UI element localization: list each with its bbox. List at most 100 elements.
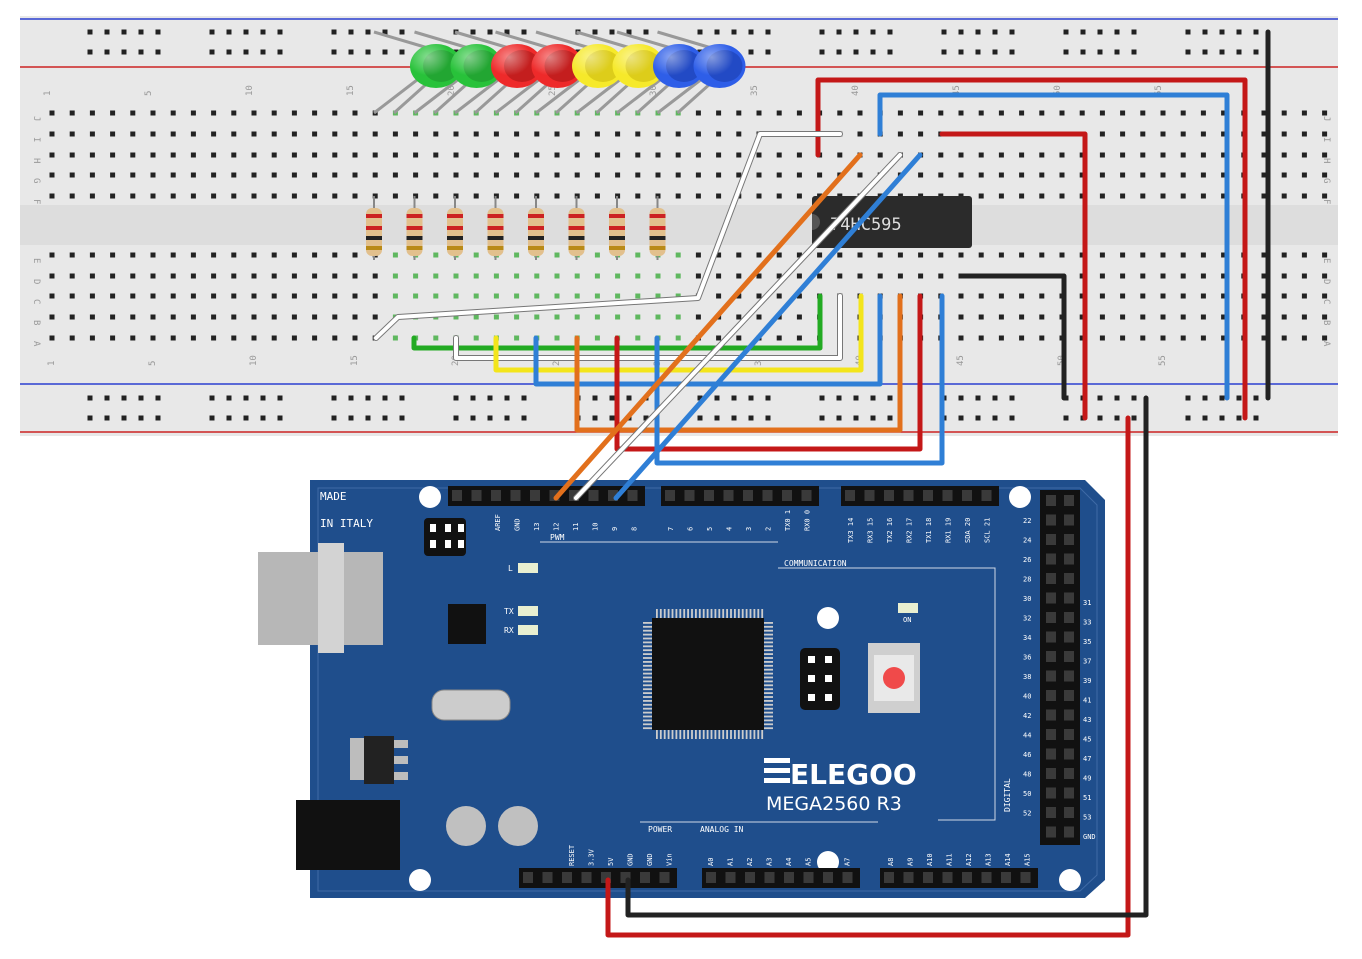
hole <box>69 335 75 341</box>
mcu-pin <box>749 730 752 739</box>
rail-hole <box>731 415 737 421</box>
hole <box>1019 335 1025 341</box>
hole <box>716 193 722 199</box>
column-number-top: 20 <box>447 85 457 96</box>
mcu-pin <box>659 609 662 618</box>
rail-hole <box>348 29 354 35</box>
hole <box>1301 252 1307 258</box>
hole <box>332 193 338 199</box>
rail-hole <box>104 395 110 401</box>
hole <box>89 131 95 137</box>
rail-hole <box>1253 415 1259 421</box>
hole <box>211 314 217 320</box>
power-pin-label: Vin <box>666 853 674 866</box>
rail-hole <box>121 415 127 421</box>
hole <box>1200 293 1206 299</box>
pin-headers <box>448 486 1080 888</box>
rail-hole <box>748 29 754 35</box>
resistor-band <box>528 226 544 230</box>
rail-hole <box>1236 49 1242 55</box>
mcu-pin <box>679 609 682 618</box>
hole <box>352 252 358 258</box>
rail-hole <box>819 395 825 401</box>
hole <box>574 273 580 279</box>
hole <box>170 110 176 116</box>
rail-hole <box>836 29 842 35</box>
hole <box>291 273 297 279</box>
header-pin <box>1064 690 1074 701</box>
rail-hole <box>748 49 754 55</box>
header-pin <box>1064 807 1074 818</box>
hole <box>998 252 1004 258</box>
row-letter-left: F <box>31 199 41 204</box>
column-number-top: 5 <box>144 91 154 96</box>
column-number-bottom: 10 <box>249 355 259 366</box>
hole <box>756 252 762 258</box>
hole <box>211 172 217 178</box>
hole <box>190 335 196 341</box>
digital-pin-label: 35 <box>1083 638 1091 646</box>
digital-pin-label: GND <box>1083 833 1096 841</box>
hole <box>756 193 762 199</box>
pin-label: 6 <box>687 527 695 531</box>
hole <box>69 252 75 258</box>
header-pin <box>452 490 462 501</box>
mcu-pin <box>764 629 773 632</box>
hole <box>493 293 499 299</box>
rail-hole <box>260 395 266 401</box>
analog-pin-label: A13 <box>985 853 993 866</box>
hole <box>1322 273 1328 279</box>
header-pin <box>1020 872 1031 883</box>
mcu-pin <box>643 684 652 687</box>
power-jack <box>296 800 400 870</box>
hole <box>1079 293 1085 299</box>
header-pin <box>1064 592 1074 604</box>
header-pin <box>706 872 716 883</box>
hole <box>1301 193 1307 199</box>
rail-hole <box>209 29 215 35</box>
hole <box>49 273 55 279</box>
header-pin <box>608 490 618 501</box>
board-edge <box>317 487 1098 892</box>
header-pin <box>581 872 592 883</box>
hole <box>1140 335 1146 341</box>
hole <box>1039 314 1045 320</box>
hole <box>594 314 600 320</box>
pin-label: 7 <box>667 527 675 531</box>
header-pin <box>1046 709 1056 721</box>
hole <box>1301 273 1307 279</box>
rail-hole <box>643 415 649 421</box>
hole <box>413 193 419 199</box>
resistor-band <box>406 236 423 240</box>
hole <box>312 110 318 116</box>
header-pin <box>569 490 579 501</box>
hole <box>190 252 196 258</box>
header-pin <box>803 872 814 883</box>
rail-hole <box>992 49 998 55</box>
hole <box>554 193 560 199</box>
hole <box>69 293 75 299</box>
header-pin <box>684 490 695 501</box>
led-green <box>410 44 462 88</box>
rail-hole <box>1114 415 1120 421</box>
hole <box>49 252 55 258</box>
rail-hole <box>138 29 144 35</box>
hole <box>170 131 176 137</box>
hole <box>1140 314 1146 320</box>
mcu-pin <box>643 622 652 624</box>
reset-button[interactable] <box>868 643 920 713</box>
hole <box>150 314 156 320</box>
rail-hole <box>1097 49 1103 55</box>
hole <box>170 273 176 279</box>
hole <box>574 172 580 178</box>
rail-hole <box>609 415 615 421</box>
rail-hole <box>819 49 825 55</box>
led-tx-label: TX <box>504 607 514 616</box>
mcu-pin <box>643 723 652 726</box>
hole <box>1221 273 1227 279</box>
rail-hole <box>382 415 388 421</box>
brand-name: ELEGOO <box>790 758 917 791</box>
rail-hole <box>260 415 266 421</box>
hole <box>89 110 95 116</box>
mcu-pin <box>764 684 773 687</box>
